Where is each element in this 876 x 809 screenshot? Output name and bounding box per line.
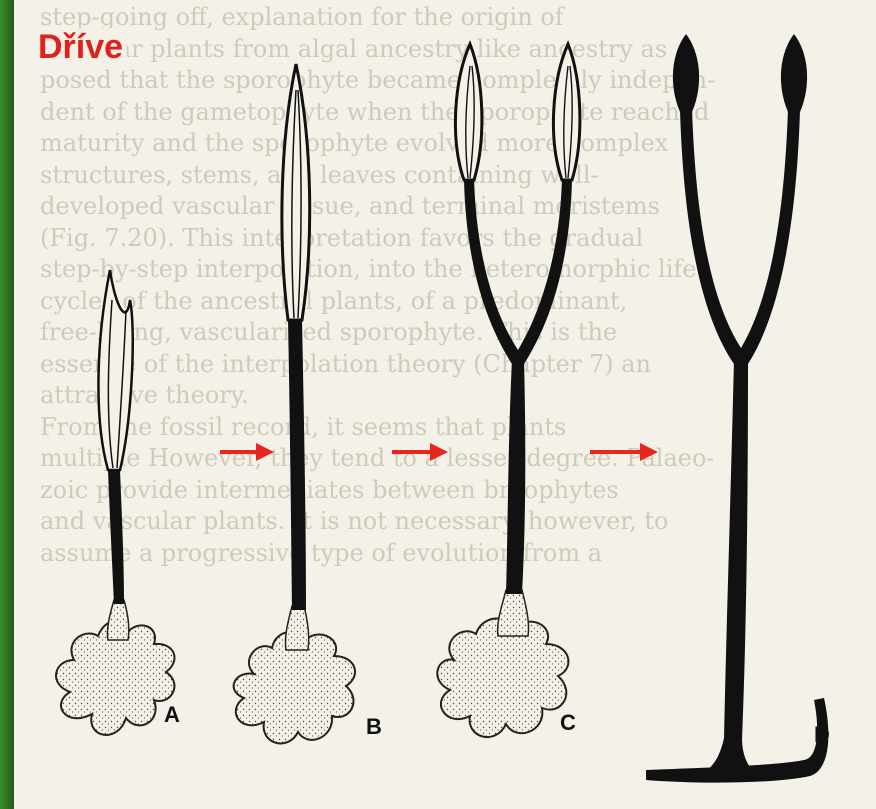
stage-a: A [56,270,180,735]
arrow-a-to-b [220,443,274,461]
stage-a-stalk [108,470,124,604]
stage-a-label: A [164,702,180,727]
stage-d-label: D [814,722,830,747]
figure-panel: step-going off, explanation for the orig… [14,0,876,809]
stage-c: C [437,44,580,737]
stage-a-capsule [98,270,132,470]
stage-a-foot [107,600,128,640]
stage-d: D [646,34,830,783]
stage-d-trunk [724,360,748,740]
progression-arrows [220,443,658,461]
arrow-b-to-c [392,443,448,461]
stage-b: B [234,64,382,743]
stage-c-trunk [506,360,525,594]
stage-b-label: B [366,714,382,739]
slide-title: Dříve [34,28,127,67]
stage-c-label: C [560,710,576,735]
slide-left-border [0,0,14,809]
stage-c-capsule-right [553,44,579,180]
arrow-c-to-d [590,443,658,461]
stage-d-capsule-right [781,34,807,112]
stage-c-capsule-left [455,44,481,180]
evolution-diagram: A B C [14,0,876,809]
stage-b-stalk [288,320,306,610]
stage-d-base-join [704,738,754,772]
stage-d-branches [680,108,800,364]
stage-c-branches [464,178,572,364]
stage-d-capsule-left [673,34,699,112]
stage-b-foot [285,606,308,650]
stage-c-foot [498,590,529,636]
